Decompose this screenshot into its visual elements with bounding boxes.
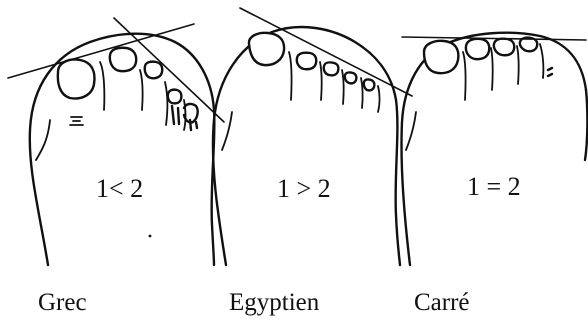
egyptien-second-toe-nail (297, 53, 316, 70)
carre-caption: Carré (414, 289, 470, 316)
carre-third-toe-nail (494, 39, 514, 56)
grec-caption: Grec (38, 289, 87, 316)
egyptien-third-toe-nail (324, 62, 339, 75)
carre-toe-ticks (548, 68, 552, 76)
grec-third-toe-nail (145, 62, 163, 79)
grec-ratio-label: 1< 2 (96, 174, 143, 203)
carre-line (402, 37, 586, 40)
foot-egyptien-inner-line (222, 112, 232, 150)
carre-ratio-label: 1 = 2 (467, 172, 521, 201)
foot-grec: 1< 2 Grec (8, 18, 224, 316)
grec-line-1 (8, 24, 194, 78)
foot-grec-inner-line (36, 120, 50, 160)
egyptien-big-toe-nail (249, 33, 284, 65)
grec-second-toe-nail (110, 48, 136, 71)
egyptien-fifth-toe-nail (364, 79, 375, 90)
grec-ink-dot (149, 235, 152, 238)
grec-fourth-toe-nail (168, 90, 182, 104)
egyptien-caption: Egyptien (229, 289, 320, 316)
egyptien-ratio-label: 1 > 2 (277, 174, 331, 203)
grec-big-toe-mark (70, 117, 83, 125)
foot-egyptien: 1 > 2 Egyptien (213, 8, 412, 316)
carre-big-toe-nail (424, 41, 458, 73)
carre-second-toe-nail (466, 39, 489, 59)
foot-carre-right-edge (585, 90, 587, 160)
grec-big-toe-nail (58, 60, 95, 99)
foot-carre: 1 = 2 Carré (401, 33, 587, 316)
egyptien-fourth-toe-nail (345, 72, 357, 83)
foot-carre-inner-line (406, 112, 416, 150)
